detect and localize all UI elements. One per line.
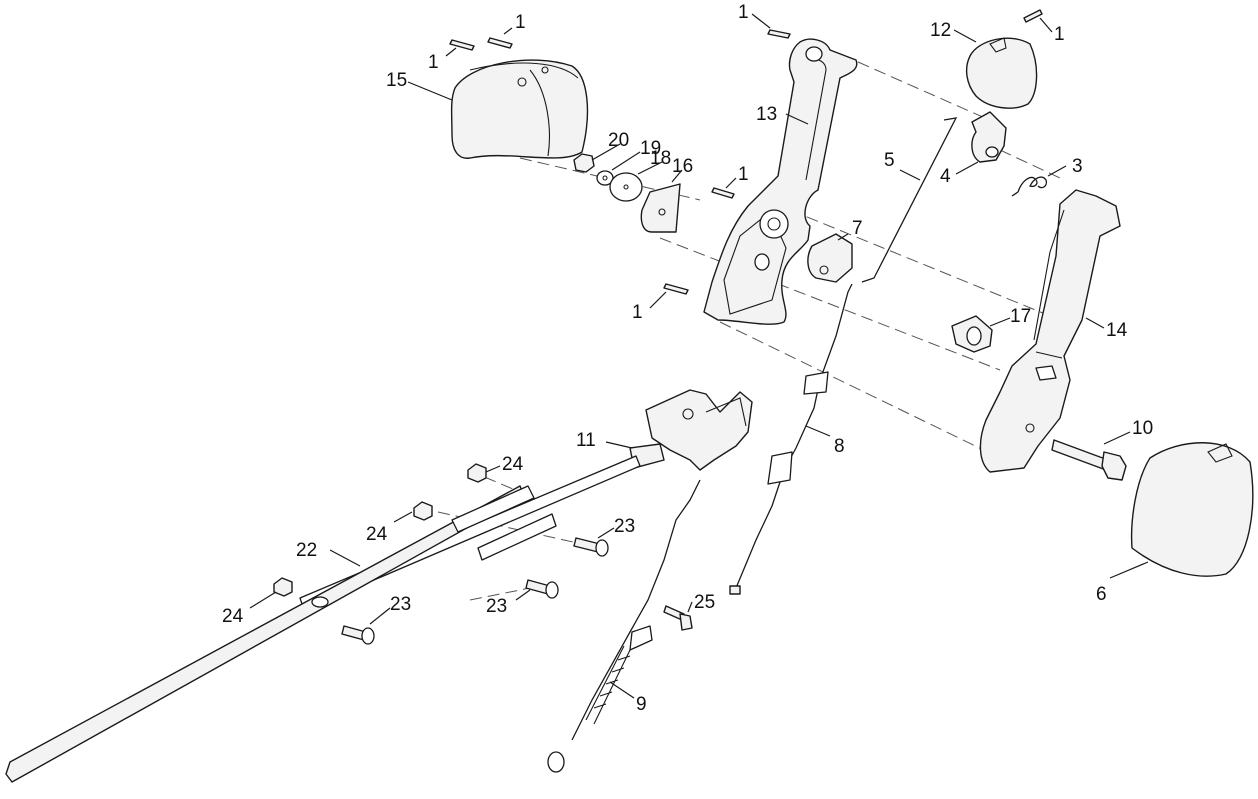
part-16-plate [640,183,681,233]
callout-17: 17 [1010,306,1031,327]
callout-23-c: 23 [390,594,411,615]
parts-23-pins [341,537,609,645]
callout-12: 12 [930,20,951,41]
callout-1-c: 1 [738,2,749,23]
part-14-lever-arm [979,189,1121,473]
callout-16: 16 [672,156,693,177]
callout-20: 20 [608,130,629,151]
part-15-left-cover [450,59,589,159]
callout-19: 19 [640,138,661,159]
callout-1-a: 1 [515,12,526,33]
callout-1-e: 1 [738,164,749,185]
part-22-handle-bar [5,485,557,783]
callout-6: 6 [1096,584,1107,605]
part-17-collar [951,315,993,353]
callout-18: 18 [650,148,671,169]
callout-24-a: 24 [502,454,524,475]
callout-25: 25 [694,592,715,613]
part-5-rod [861,117,958,283]
part-7-clamp [807,233,853,283]
callout-24-c: 24 [222,606,244,627]
part-6-cap [1130,442,1254,577]
part-13-lever-housing [703,38,858,325]
part-25-bolt [663,605,693,631]
callout-11: 11 [576,430,596,451]
callout-15: 15 [386,70,407,91]
callout-23-a: 23 [614,516,635,537]
callout-23-b: 23 [486,596,507,617]
callout-1-f: 1 [632,302,643,323]
callout-4: 4 [940,166,951,187]
callout-9: 9 [636,694,647,715]
callout-1-b: 1 [428,52,439,73]
part-10-bolt [1051,439,1127,481]
part-12-knob [965,37,1038,109]
callout-7: 7 [852,218,863,239]
callout-24-b: 24 [366,524,388,545]
callout-labels: 1 1 1 1 1 1 3 4 5 6 7 8 9 10 11 12 13 14… [222,2,1153,715]
part-3-spring [1011,176,1048,197]
screws-part-1 [663,9,1043,295]
callout-leader-lines [249,13,1149,699]
callout-3: 3 [1072,156,1083,177]
callout-1-d: 1 [1054,24,1065,45]
parts-24-nuts [273,463,487,597]
callout-22: 22 [296,540,317,561]
callout-10: 10 [1132,418,1153,439]
callout-5: 5 [884,150,895,171]
part-4-latch [971,111,1007,163]
callout-13: 13 [756,104,777,125]
callout-8: 8 [834,436,845,457]
part-9-cable [547,479,701,773]
screws-top-left [449,37,513,51]
part-8-cable [729,283,853,595]
parts-18-19-20-nut-washers [573,153,643,202]
callout-14: 14 [1106,320,1128,341]
